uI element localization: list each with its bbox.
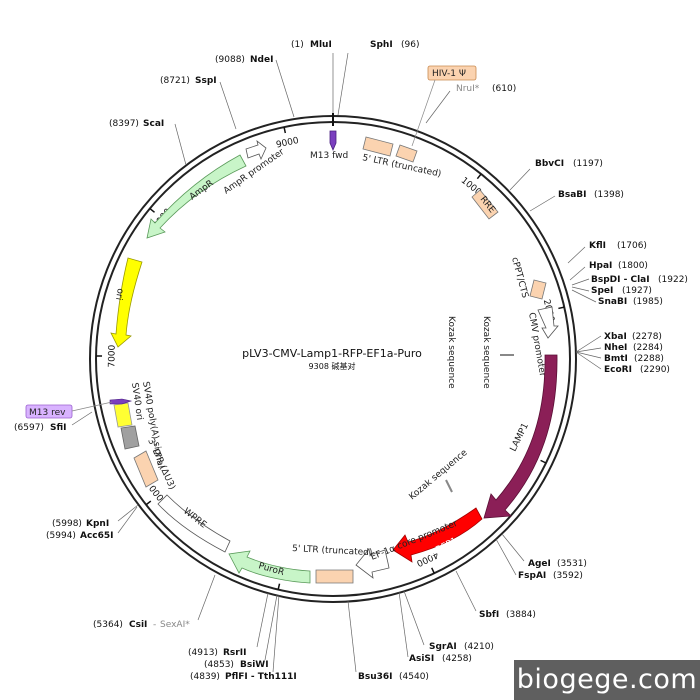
ori-label: ori (113, 287, 125, 300)
site-name[interactable]: KpnI (86, 519, 109, 529)
site-name[interactable]: BbvCI (535, 159, 564, 169)
m13-rev-label: M13 rev (29, 408, 66, 418)
site-pos: (4210) (464, 642, 494, 652)
site-name[interactable]: PflFI - Tth111I (225, 672, 297, 682)
site-pos: (3592) (553, 571, 583, 581)
site-pos: (3884) (506, 610, 536, 620)
site-name-extra[interactable]: SexAI* (160, 620, 190, 630)
site-name[interactable]: SspI (195, 76, 217, 86)
feature-m13-fwd[interactable]: M13 fwd (310, 130, 348, 161)
ruler-tick (476, 173, 482, 180)
feature-puror[interactable]: PuroR (228, 550, 311, 584)
site-pos: (1922) (658, 275, 688, 285)
site-pos: (2278) (632, 332, 662, 342)
site-pos: (2290) (640, 365, 670, 375)
site-pos: (5364) (93, 620, 123, 630)
feature-wpre[interactable]: WPRE (157, 494, 231, 553)
site-pos: (2284) (633, 343, 663, 353)
site-name[interactable]: SphI (370, 40, 393, 50)
site-name[interactable]: SbfI (479, 610, 499, 620)
site-name[interactable]: SfiI (50, 423, 67, 433)
ltr-lower-label: 5' LTR (truncated) (292, 544, 373, 558)
site-name[interactable]: ScaI (143, 119, 164, 129)
site-name[interactable]: BsaBI (558, 190, 587, 200)
site-name-sep: - (153, 620, 156, 630)
ruler-tick (149, 207, 156, 213)
site-pos: (4258) (442, 654, 472, 664)
ruler-tick-label: 9000 (275, 136, 300, 151)
kozak-label-2: Kozak sequence (481, 316, 491, 389)
feature-hiv1-psi[interactable]: HIV-1 Ψ (411, 65, 477, 147)
site-name[interactable]: AsiSI (409, 654, 434, 664)
site-name[interactable]: BmtI (604, 354, 628, 364)
site-name[interactable]: MluI (310, 40, 332, 50)
site-name[interactable]: KflI (589, 241, 606, 251)
site-pos: (1398) (594, 190, 624, 200)
ruler-tick (558, 306, 565, 310)
site-pos: (1800) (618, 261, 648, 271)
watermark: biogege.com (514, 660, 700, 700)
site-pos: (2288) (634, 354, 664, 364)
site-pos: (5998) (52, 519, 82, 529)
site-pos: (3531) (557, 559, 587, 569)
site-name[interactable]: XbaI (604, 332, 627, 342)
site-name[interactable]: NdeI (250, 55, 273, 65)
site-pos: (4839) (190, 672, 220, 682)
site-name[interactable]: SnaBI (598, 297, 627, 307)
site-name[interactable]: EcoRI (604, 365, 632, 375)
kozak-label-1: Kozak sequence (446, 316, 456, 389)
site-pos: (1927) (622, 286, 652, 296)
ruler-tick (540, 459, 547, 464)
site-pos: (610) (492, 84, 516, 94)
site-pos: (96) (401, 40, 419, 50)
lamp1-label: LAMP1 (509, 422, 531, 454)
feature-ltr-lower[interactable]: 5' LTR (truncated) (292, 544, 373, 584)
site-name[interactable]: RsrII (223, 648, 246, 658)
site-pos: (8397) (109, 119, 139, 129)
ruler-tick (431, 567, 435, 574)
site-pos: (9088) (215, 55, 245, 65)
site-pos: (1706) (617, 241, 647, 251)
ruler-tick (277, 583, 281, 590)
restriction-sites (71, 52, 602, 673)
ruler-tick (145, 500, 152, 506)
site-pos: (4540) (399, 672, 429, 682)
feature-cppt-cts[interactable]: cPPT/CTS (509, 256, 547, 300)
site-name[interactable]: Acc65I (80, 531, 114, 541)
site-pos: (4913) (188, 648, 218, 658)
site-pos: (5994) (46, 531, 76, 541)
feature-rre[interactable]: RRE (471, 189, 499, 220)
feature-m13-rev[interactable]: M13 rev (25, 398, 133, 419)
site-name[interactable]: NheI (604, 343, 627, 353)
site-labels: (1) MluI SphI (96) NruI* (610) BbvCI (11… (14, 40, 688, 682)
feature-kozak[interactable]: Kozak sequence Kozak sequence Kozak sequ… (408, 316, 514, 502)
plasmid-size: 9308 碱基对 (309, 361, 356, 371)
site-name[interactable]: SgrAI (429, 642, 457, 652)
site-name[interactable]: HpaI (589, 261, 612, 271)
ruler-tick-label: 7000 (107, 344, 117, 367)
site-name[interactable]: NruI* (456, 84, 480, 94)
site-name[interactable]: BsiWI (240, 660, 269, 670)
plasmid-name: pLV3-CMV-Lamp1-RFP-EF1a-Puro (242, 347, 422, 360)
cppt-label: cPPT/CTS (509, 256, 530, 299)
hiv1-psi-label: HIV-1 Ψ (432, 69, 466, 79)
site-name[interactable]: AgeI (528, 559, 551, 569)
site-name[interactable]: FspAI (518, 571, 546, 581)
site-pos: (6597) (14, 423, 44, 433)
site-pos: (8721) (160, 76, 190, 86)
feature-lamp1[interactable]: LAMP1 (483, 354, 558, 519)
site-name[interactable]: SpeI (591, 286, 613, 296)
ruler-tick (283, 126, 287, 134)
site-name[interactable]: BspDI - ClaI (591, 275, 650, 285)
site-pos: (1985) (633, 297, 663, 307)
kozak-label-3: Kozak sequence (408, 448, 470, 503)
site-name[interactable]: Bsu36I (358, 672, 393, 682)
m13-fwd-label: M13 fwd (310, 151, 348, 161)
site-pos: (4853) (204, 660, 234, 670)
site-pos: (1197) (573, 159, 603, 169)
site-pos: (1) (291, 40, 304, 50)
site-name[interactable]: CsiI (129, 620, 147, 630)
feature-ori[interactable]: ori (110, 257, 143, 348)
